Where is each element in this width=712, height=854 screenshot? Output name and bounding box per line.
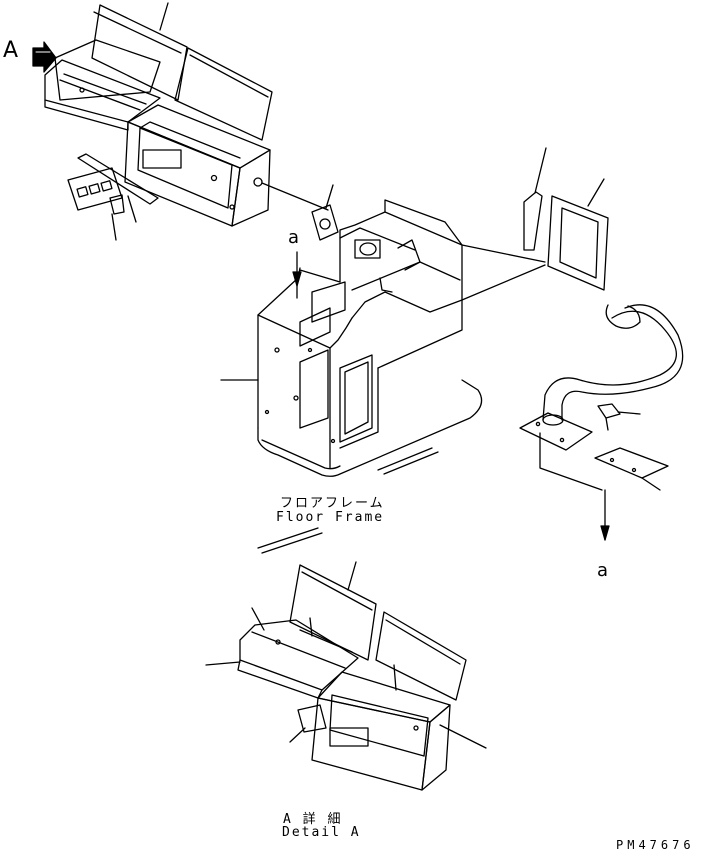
- main-console: [221, 200, 482, 476]
- drawing-code: PM47676: [616, 838, 695, 852]
- bolt: [598, 404, 640, 430]
- gasket-strip: [524, 148, 546, 250]
- duct-cover-plate: [520, 413, 602, 490]
- duct-seal: [548, 179, 608, 290]
- air-duct-hose: [543, 305, 683, 425]
- floor-frame-caption-en: Floor Frame: [276, 510, 385, 525]
- pointer-label-top: a: [288, 227, 300, 248]
- access-cover: [595, 448, 668, 490]
- upper-console-box: [45, 3, 272, 226]
- grommet: [312, 185, 338, 240]
- view-arrow-icon: [33, 42, 56, 72]
- view-arrow-label: A: [3, 38, 19, 63]
- detail-caption-en: Detail A: [282, 825, 361, 840]
- switch-panel: [68, 168, 124, 240]
- pointer-a-arrow: [601, 490, 609, 540]
- detail-a-assembly: [206, 562, 486, 790]
- floor-frame-lines: [258, 245, 545, 553]
- floor-frame-caption-jp: フロアフレーム: [280, 496, 385, 511]
- detail-caption-jp: A 詳 細: [283, 812, 343, 827]
- trim-strip: [78, 154, 158, 222]
- pointer-label-bottom: a: [597, 560, 609, 581]
